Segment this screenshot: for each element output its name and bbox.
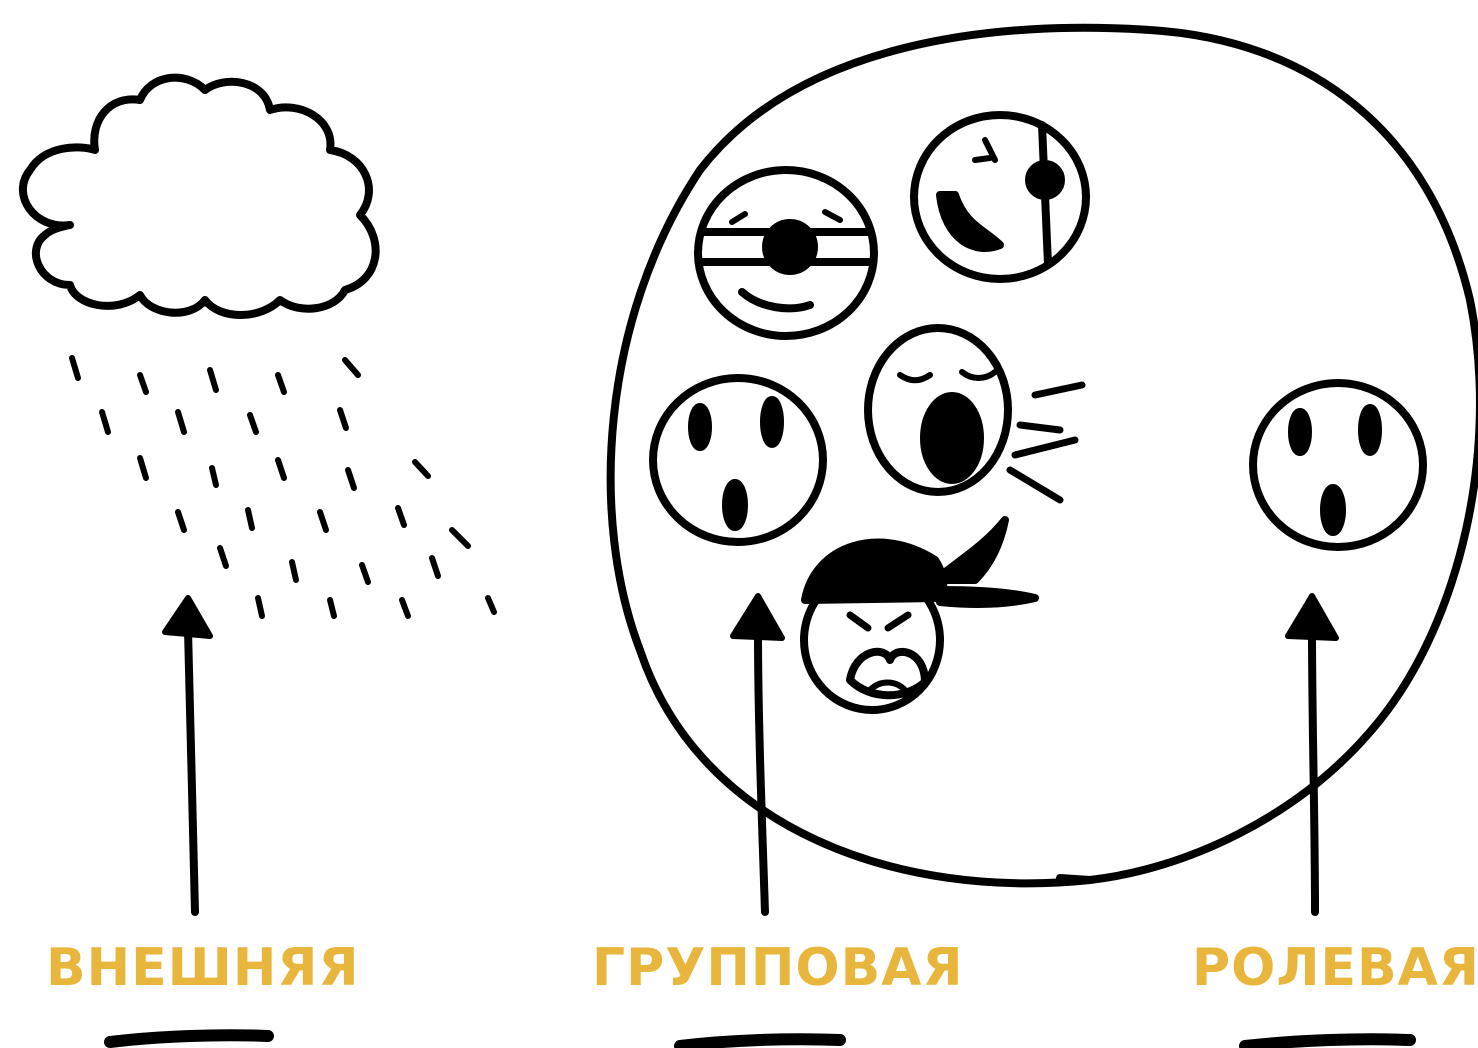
underline-role	[1245, 1039, 1410, 1046]
arrow-role	[1288, 596, 1336, 912]
arrow-external	[165, 598, 210, 912]
bandana-face-icon	[804, 520, 1035, 710]
rain-drops	[72, 358, 494, 616]
cloud-outline	[23, 78, 376, 315]
role-face-icon	[1253, 383, 1423, 547]
underline-group	[680, 1039, 840, 1046]
label-group: ГРУППОВАЯ	[592, 942, 964, 994]
surprised-face-icon	[653, 378, 823, 542]
underline-marks	[110, 1035, 1410, 1046]
shouting-face-icon	[868, 328, 1082, 500]
label-role: РОЛЕВАЯ	[1192, 942, 1478, 994]
label-external: ВНЕШНЯЯ	[46, 942, 360, 994]
blindfold-face-icon	[698, 170, 874, 336]
eyepatch-face-icon	[914, 115, 1086, 279]
arrow-group	[733, 596, 782, 912]
rain-cloud-icon	[23, 78, 494, 616]
underline-external	[110, 1035, 268, 1042]
